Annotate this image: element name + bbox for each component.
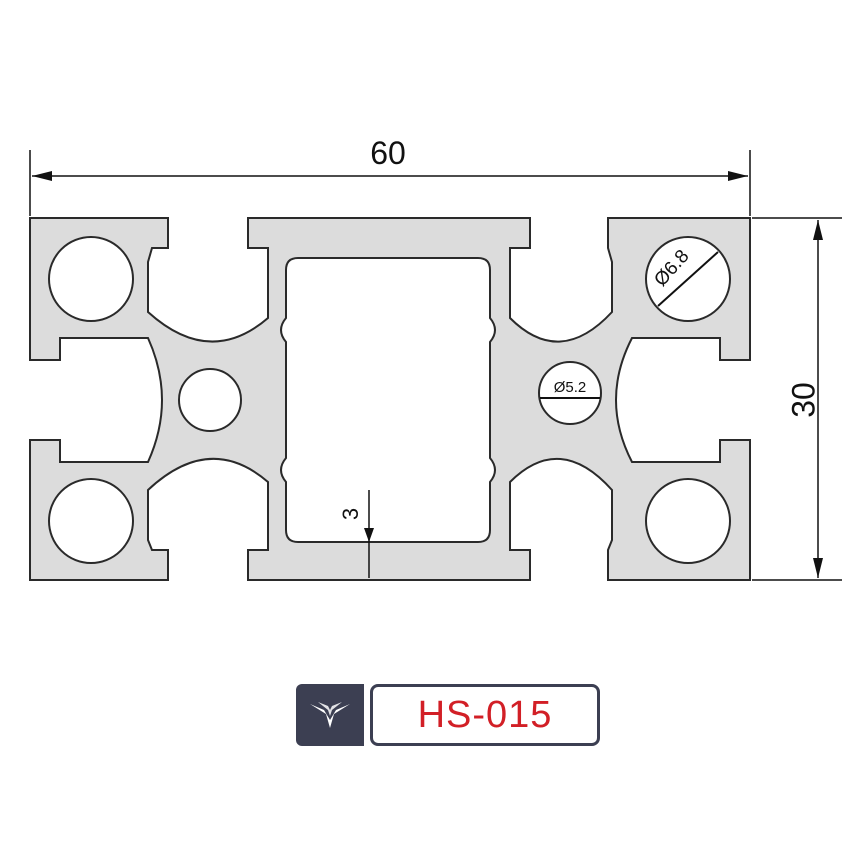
wall-thickness-dimension: 3 — [338, 490, 374, 578]
small-hole-label: Ø5.2 — [554, 379, 587, 396]
wall-label: 3 — [338, 508, 363, 520]
width-dimension: 60 — [29, 135, 751, 216]
height-label: 30 — [785, 382, 821, 418]
model-code-box: HS-015 — [370, 684, 600, 746]
height-dimension: 30 — [752, 217, 842, 581]
corner-hole-top-left — [48, 236, 134, 322]
bird-wings-logo-icon — [296, 684, 364, 746]
corner-hole-bottom-left — [48, 478, 134, 564]
center-hole-right — [538, 361, 602, 425]
center-hole-left — [178, 368, 242, 432]
model-badge: HS-015 — [296, 684, 600, 746]
width-label: 60 — [370, 135, 406, 171]
large-hole-diameter-line — [657, 251, 719, 307]
model-code: HS-015 — [417, 693, 553, 736]
corner-hole-bottom-right — [645, 478, 731, 564]
profile-outer-shape — [29, 217, 751, 581]
aluminium-profile-section — [29, 217, 751, 581]
wall-arrow-head — [364, 528, 374, 542]
